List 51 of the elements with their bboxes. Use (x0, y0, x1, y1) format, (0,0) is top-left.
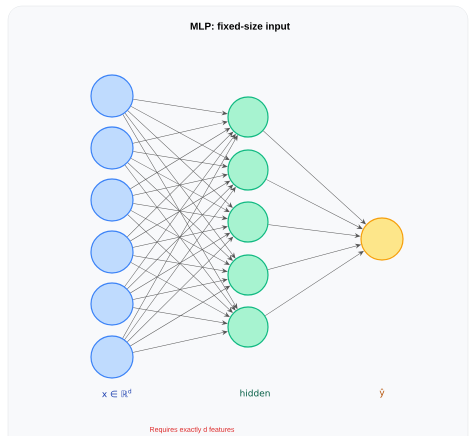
arrow (128, 214, 233, 313)
arrow (122, 114, 238, 309)
neuron-circle (360, 217, 404, 261)
neuron-circle (90, 282, 134, 326)
neuron-circle (227, 306, 269, 348)
arrow (122, 135, 238, 338)
arrow (133, 99, 228, 116)
neuron-circle (227, 254, 269, 296)
arrow (266, 179, 362, 230)
neuron-circle (90, 126, 134, 170)
arrow (268, 224, 360, 238)
neuron-circle (90, 178, 134, 222)
layer-label: hidden (240, 390, 270, 396)
title: MLP: fixed-size input (190, 22, 290, 32)
arrow (132, 120, 228, 144)
arrow (262, 130, 366, 224)
arrow (127, 236, 234, 342)
arrow (124, 112, 236, 258)
arrow (130, 128, 230, 189)
neuron-circle (90, 230, 134, 274)
arrow (124, 134, 236, 287)
arrow (130, 210, 230, 265)
neuron-circle (227, 201, 269, 243)
layer-label: ŷ (380, 388, 384, 398)
arrow (133, 307, 228, 325)
neuron-circle (227, 149, 269, 191)
arrow (268, 244, 361, 270)
arrow (128, 110, 233, 208)
arrow (124, 186, 236, 340)
neuron-circle (90, 74, 134, 118)
layer-label: x ∈ ℝ$^{d}$ (102, 388, 132, 398)
arrow (132, 278, 228, 300)
arrow (133, 255, 228, 273)
arrow (128, 162, 233, 261)
neuron-circle (90, 335, 134, 379)
arrow (264, 250, 364, 316)
arrow (127, 132, 234, 238)
arrow (130, 180, 230, 242)
arrow (124, 164, 236, 310)
arrow (132, 225, 228, 248)
arrow (130, 106, 230, 160)
arrow (132, 173, 228, 196)
arrow (130, 262, 230, 317)
arrow (132, 330, 228, 353)
arrow (130, 232, 230, 294)
arrow (130, 158, 230, 212)
arrow (130, 286, 230, 346)
arrow (133, 151, 228, 168)
arrow (127, 184, 234, 290)
neuron-circle (227, 96, 269, 138)
arrow (133, 203, 228, 220)
